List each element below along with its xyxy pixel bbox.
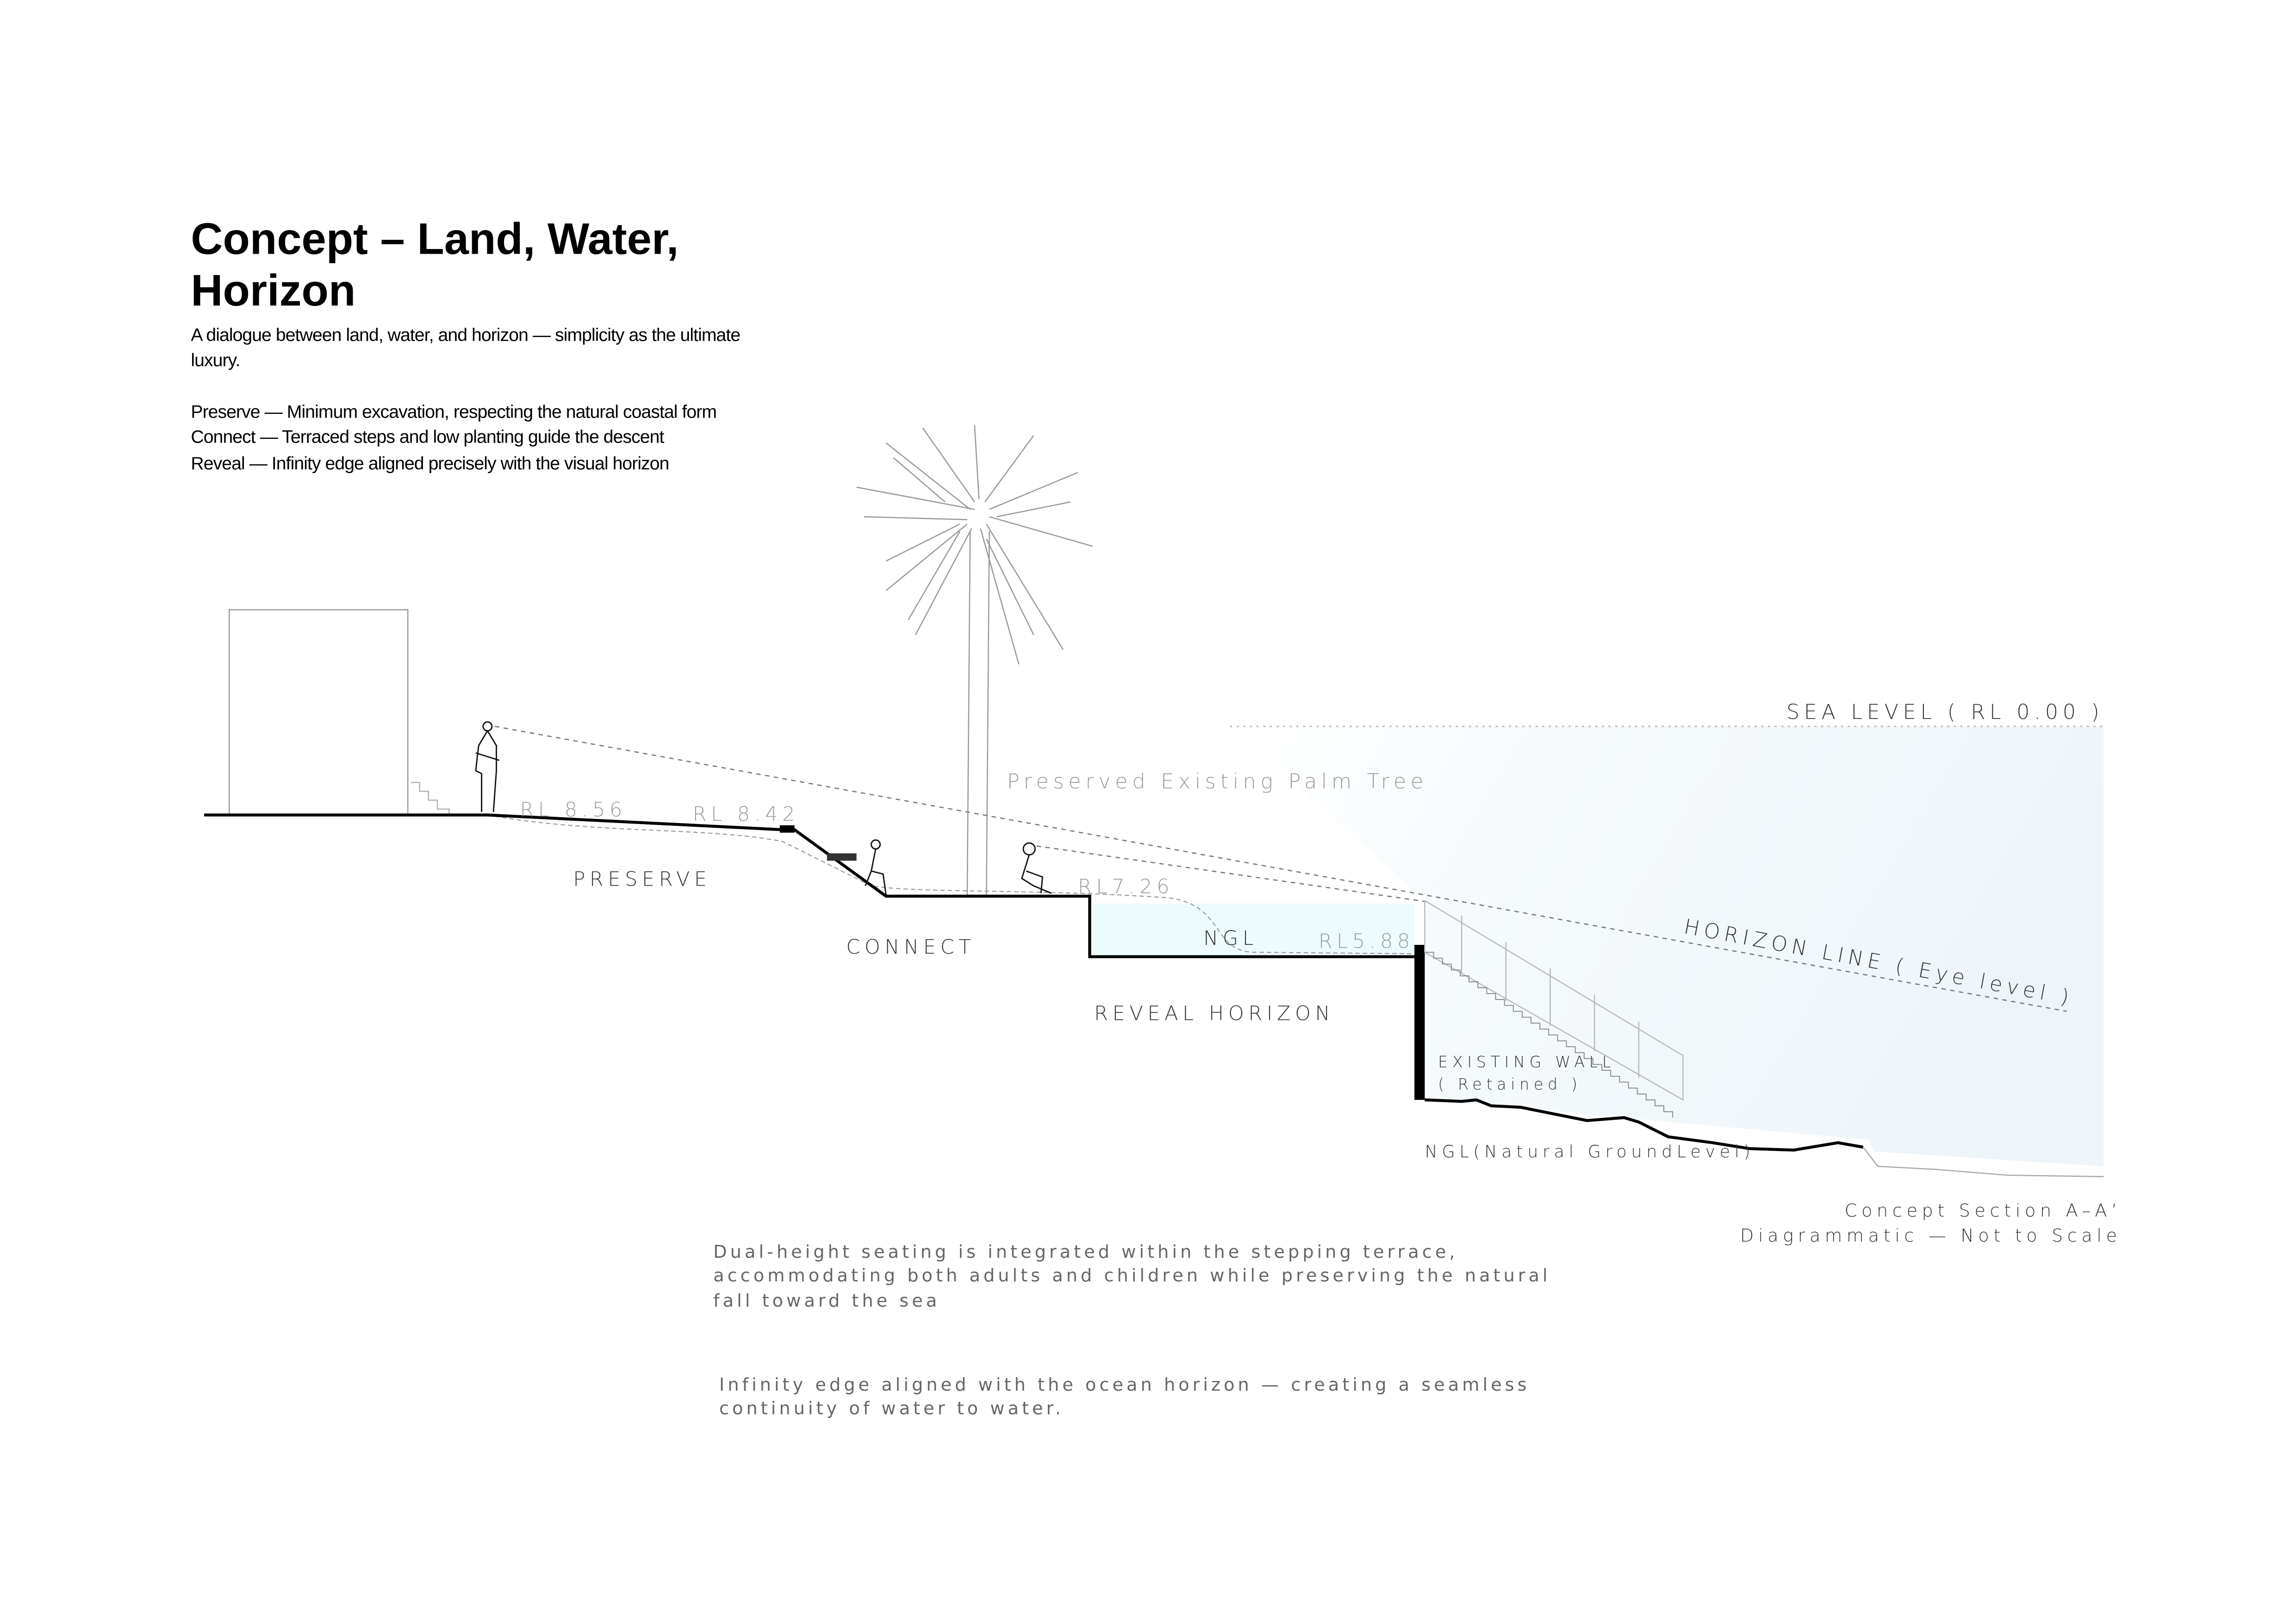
infinity-pool bbox=[1092, 903, 1415, 957]
zone-connect-label: CONNECT bbox=[846, 936, 975, 959]
terrace-edge bbox=[779, 825, 795, 833]
palm-tree-label: Preserved Existing Palm Tree bbox=[1007, 769, 1428, 793]
infinity-note-line-1: Infinity edge aligned with the ocean hor… bbox=[719, 1374, 1530, 1395]
title-line-1: Concept – Land, Water, bbox=[191, 214, 678, 264]
existing-wall bbox=[1414, 945, 1425, 1100]
seating-note-line-1: Dual-height seating is integrated within… bbox=[713, 1242, 1458, 1262]
title-line-2: Horizon bbox=[191, 266, 355, 315]
seated-sightline bbox=[1036, 845, 1430, 903]
stair-treads bbox=[1425, 952, 1674, 1118]
principle-reveal: Reveal — Infinity edge aligned precisely… bbox=[191, 453, 669, 474]
rl-842-label: RL 8.42 bbox=[693, 803, 799, 826]
sea-level-label: SEA LEVEL ( RL 0.00 ) bbox=[1786, 700, 2104, 724]
railing-posts bbox=[1461, 915, 1640, 1078]
standing-person-icon bbox=[475, 721, 500, 812]
palm-tree-icon bbox=[856, 425, 1093, 896]
entry-steps bbox=[411, 782, 450, 815]
zone-preserve-label: PRESERVE bbox=[573, 868, 711, 891]
building-outline bbox=[229, 609, 409, 816]
stair-railing bbox=[1424, 900, 1684, 1101]
intro-line-2: luxury. bbox=[191, 350, 240, 370]
ground-section-line bbox=[204, 813, 1418, 958]
ngl-full-label: NGL(Natural GroundLevel) bbox=[1425, 1142, 1755, 1162]
seating-note-line-2: accommodating both adults and children w… bbox=[713, 1265, 1550, 1286]
rl-588-label: RL5.88 bbox=[1319, 930, 1414, 953]
section-caption: Concept Section A–A’ bbox=[1845, 1200, 2122, 1221]
shoreline bbox=[1862, 1147, 2104, 1177]
zone-reveal-label: REVEAL HORIZON bbox=[1094, 1002, 1334, 1025]
ngl-label: NGL bbox=[1203, 927, 1258, 950]
rl-726-label: RL7.26 bbox=[1078, 875, 1174, 898]
principle-connect: Connect — Terraced steps and low plantin… bbox=[191, 427, 664, 447]
sea-area bbox=[1230, 726, 2104, 1167]
seating-block bbox=[827, 853, 857, 861]
scale-caption: Diagrammatic — Not to Scale bbox=[1740, 1225, 2122, 1246]
natural-ground-line bbox=[1425, 1098, 1864, 1152]
natural-ground-dashed bbox=[487, 814, 1415, 955]
principle-preserve: Preserve — Minimum excavation, respectin… bbox=[191, 402, 716, 422]
horizon-sightline bbox=[495, 725, 2067, 1012]
intro-line-1: A dialogue between land, water, and hori… bbox=[191, 325, 740, 345]
seated-child-icon bbox=[865, 839, 887, 895]
existing-wall-label: EXISTING WALL bbox=[1438, 1053, 1615, 1071]
rl-856-label: RL 8.56 bbox=[520, 799, 627, 822]
seating-note-line-3: fall toward the sea bbox=[713, 1290, 940, 1311]
seated-adult-icon bbox=[1021, 842, 1052, 894]
infinity-note-line-2: continuity of water to water. bbox=[719, 1398, 1064, 1419]
retained-label: ( Retained ) bbox=[1438, 1075, 1582, 1093]
